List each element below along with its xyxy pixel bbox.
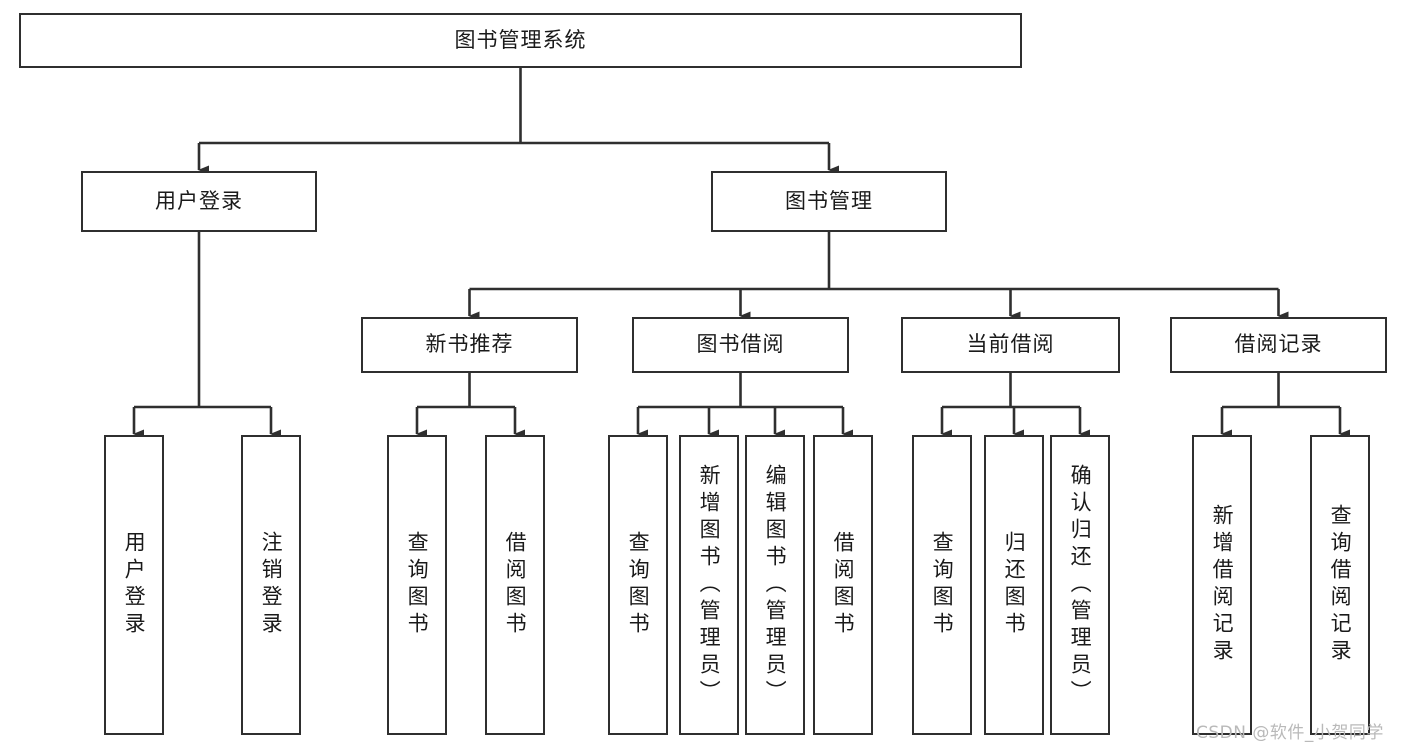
node-label: 编辑图书（管理员） xyxy=(763,463,788,707)
node-label: 新增借阅记录 xyxy=(1210,504,1235,666)
node-leaf-2[interactable]: 注销登录 xyxy=(241,435,301,735)
node-root[interactable]: 图书管理系统 xyxy=(19,13,1022,68)
node-label: 图书管理 xyxy=(785,188,873,213)
node-leaf-11[interactable]: 确认归还（管理员） xyxy=(1050,435,1110,735)
node-leaf-6[interactable]: 新增图书（管理员） xyxy=(679,435,739,735)
node-book-manage[interactable]: 图书管理 xyxy=(711,171,947,232)
node-label: 图书管理系统 xyxy=(454,27,587,52)
node-leaf-12[interactable]: 新增借阅记录 xyxy=(1192,435,1252,735)
node-label: 借阅图书 xyxy=(831,531,856,639)
node-borrow-log[interactable]: 借阅记录 xyxy=(1170,317,1387,373)
node-label: 借阅记录 xyxy=(1234,332,1323,357)
node-cur-borrow[interactable]: 当前借阅 xyxy=(901,317,1120,373)
node-label: 用户登录 xyxy=(155,188,243,213)
node-leaf-1[interactable]: 用户登录 xyxy=(104,435,164,735)
node-leaf-9[interactable]: 查询图书 xyxy=(912,435,972,735)
node-leaf-5[interactable]: 查询图书 xyxy=(608,435,668,735)
node-label: 查询图书 xyxy=(930,531,955,639)
node-leaf-7[interactable]: 编辑图书（管理员） xyxy=(745,435,805,735)
node-leaf-4[interactable]: 借阅图书 xyxy=(485,435,545,735)
node-new-book-rec[interactable]: 新书推荐 xyxy=(361,317,578,373)
node-book-borrow[interactable]: 图书借阅 xyxy=(632,317,849,373)
node-label: 查询借阅记录 xyxy=(1328,504,1353,666)
node-leaf-8[interactable]: 借阅图书 xyxy=(813,435,873,735)
node-label: 注销登录 xyxy=(259,531,284,639)
node-label: 用户登录 xyxy=(122,531,147,639)
node-label: 确认归还（管理员） xyxy=(1068,463,1093,707)
node-label: 借阅图书 xyxy=(503,531,528,639)
node-leaf-3[interactable]: 查询图书 xyxy=(387,435,447,735)
node-label: 新增图书（管理员） xyxy=(697,463,722,707)
node-leaf-10[interactable]: 归还图书 xyxy=(984,435,1044,735)
node-label: 图书借阅 xyxy=(696,332,785,357)
node-label: 查询图书 xyxy=(405,531,430,639)
node-label: 新书推荐 xyxy=(425,332,514,357)
node-label: 当前借阅 xyxy=(966,332,1055,357)
node-label: 归还图书 xyxy=(1002,531,1027,639)
csdn-watermark: CSDN @软件_小贺同学 xyxy=(1196,723,1384,743)
node-label: 查询图书 xyxy=(626,531,651,639)
node-user-login[interactable]: 用户登录 xyxy=(81,171,317,232)
node-leaf-13[interactable]: 查询借阅记录 xyxy=(1310,435,1370,735)
